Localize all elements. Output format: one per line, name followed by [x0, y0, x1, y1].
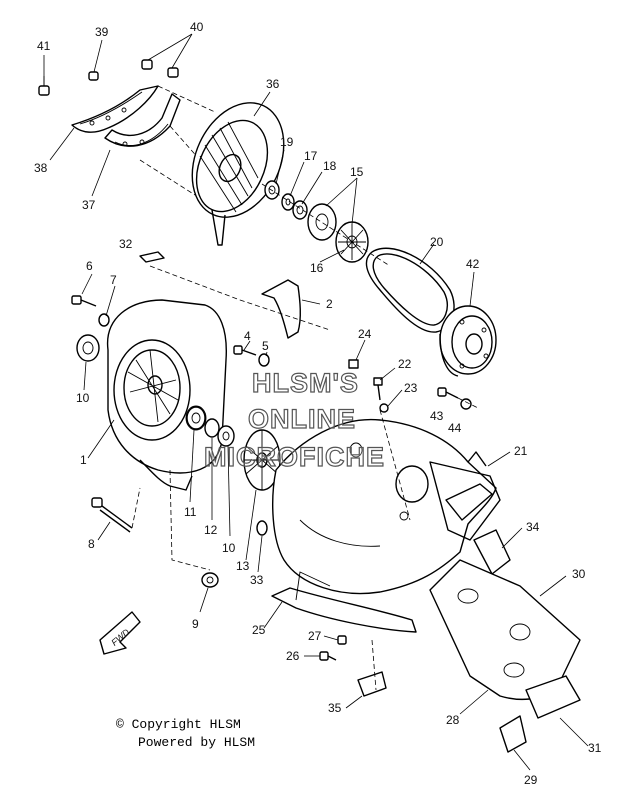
callout-6: 6: [86, 259, 93, 273]
callout-15: 15: [350, 165, 364, 179]
watermark-line-3: MICROFICHE: [204, 442, 385, 472]
watermark: HLSM'S ONLINE MICROFICHE: [203, 367, 385, 472]
pulley-half-15a: [307, 203, 337, 241]
copyright-text: © Copyright HLSM: [116, 717, 241, 732]
drive-belt-20: [365, 247, 455, 333]
pad-2: [261, 279, 301, 339]
footer: © Copyright HLSM Powered by HLSM: [116, 717, 255, 750]
callout-40: 40: [190, 20, 204, 34]
bolt-27: [337, 635, 347, 645]
callout-44: 44: [448, 421, 462, 435]
seal-10a: [76, 334, 100, 362]
callout-5: 5: [262, 339, 269, 353]
callout-38: 38: [34, 161, 48, 175]
callout-19: 19: [280, 135, 294, 149]
bolt-26: [319, 651, 337, 661]
bolt-40b: [167, 67, 179, 78]
bolt-8: [91, 497, 133, 533]
callout-1: 1: [80, 453, 87, 467]
washer-5: [258, 353, 270, 367]
plate-31: [525, 675, 581, 719]
callout-10-right: 10: [222, 541, 236, 555]
spacer-12: [204, 418, 220, 438]
clutch-pulley-42: [439, 305, 497, 377]
callout-41: 41: [37, 39, 51, 53]
callout-23: 23: [404, 381, 418, 395]
forward-arrow-icon: FWD: [99, 611, 141, 655]
bolt-40a: [141, 59, 153, 70]
seal-10b: [217, 425, 235, 447]
callout-22: 22: [398, 357, 412, 371]
callout-18: 18: [323, 159, 337, 173]
callout-28: 28: [446, 713, 460, 727]
main-cover-21: [272, 418, 501, 595]
washer-23: [379, 403, 389, 413]
callout-24: 24: [358, 327, 372, 341]
callout-17: 17: [304, 149, 318, 163]
callout-27: 27: [308, 629, 322, 643]
callout-16: 16: [310, 261, 324, 275]
nut-24: [348, 359, 359, 369]
callout-labels: 41 39 40 38 37 36 19 17 18 15 16 20 42 3…: [34, 20, 602, 787]
fan-13: [243, 429, 281, 491]
callout-25: 25: [252, 623, 266, 637]
callout-30: 30: [572, 567, 586, 581]
callout-8: 8: [88, 537, 95, 551]
bolt-4: [233, 345, 257, 356]
callout-21: 21: [514, 444, 528, 458]
bracket-25: [271, 571, 417, 633]
watermark-line-2: ONLINE: [248, 404, 356, 434]
watermark-line-1: HLSM'S: [252, 368, 359, 398]
callout-12: 12: [204, 523, 218, 537]
bolt-6: [71, 295, 97, 307]
callout-7: 7: [110, 273, 117, 287]
bolt-43: [437, 387, 459, 399]
callout-36: 36: [266, 77, 280, 91]
nut-9: [201, 572, 219, 588]
callout-42: 42: [466, 257, 480, 271]
callout-29: 29: [524, 773, 538, 787]
bolt-22: [373, 377, 383, 401]
leader-lines: [43, 33, 589, 771]
callout-35: 35: [328, 701, 342, 715]
plate-32: [139, 251, 165, 263]
callout-34: 34: [526, 520, 540, 534]
washer-33: [256, 520, 268, 536]
callout-31: 31: [588, 741, 602, 755]
callout-39: 39: [95, 25, 109, 39]
callout-2: 2: [326, 297, 333, 311]
powered-by-text: Powered by HLSM: [138, 735, 255, 750]
washer-18: [292, 200, 308, 220]
washer-7: [98, 313, 110, 327]
callout-33: 33: [250, 573, 264, 587]
callout-37: 37: [82, 198, 96, 212]
callout-43: 43: [430, 409, 444, 423]
callout-9: 9: [192, 617, 199, 631]
bracket-38: [71, 85, 159, 133]
washer-44: [460, 398, 472, 410]
bolt-39: [88, 71, 99, 81]
callout-13: 13: [236, 559, 250, 573]
cover-36: [191, 102, 285, 246]
piece-29: [499, 715, 527, 753]
callout-20: 20: [430, 235, 444, 249]
bearing-11: [186, 406, 206, 430]
clip-35: [357, 671, 387, 697]
callout-4: 4: [244, 329, 251, 343]
callout-10-left: 10: [76, 391, 90, 405]
bracket-37: [104, 93, 181, 147]
callout-32: 32: [119, 237, 133, 251]
callout-26: 26: [286, 649, 300, 663]
callout-11: 11: [184, 505, 197, 519]
washer-17: [281, 193, 295, 211]
bracket-34: [473, 529, 511, 575]
